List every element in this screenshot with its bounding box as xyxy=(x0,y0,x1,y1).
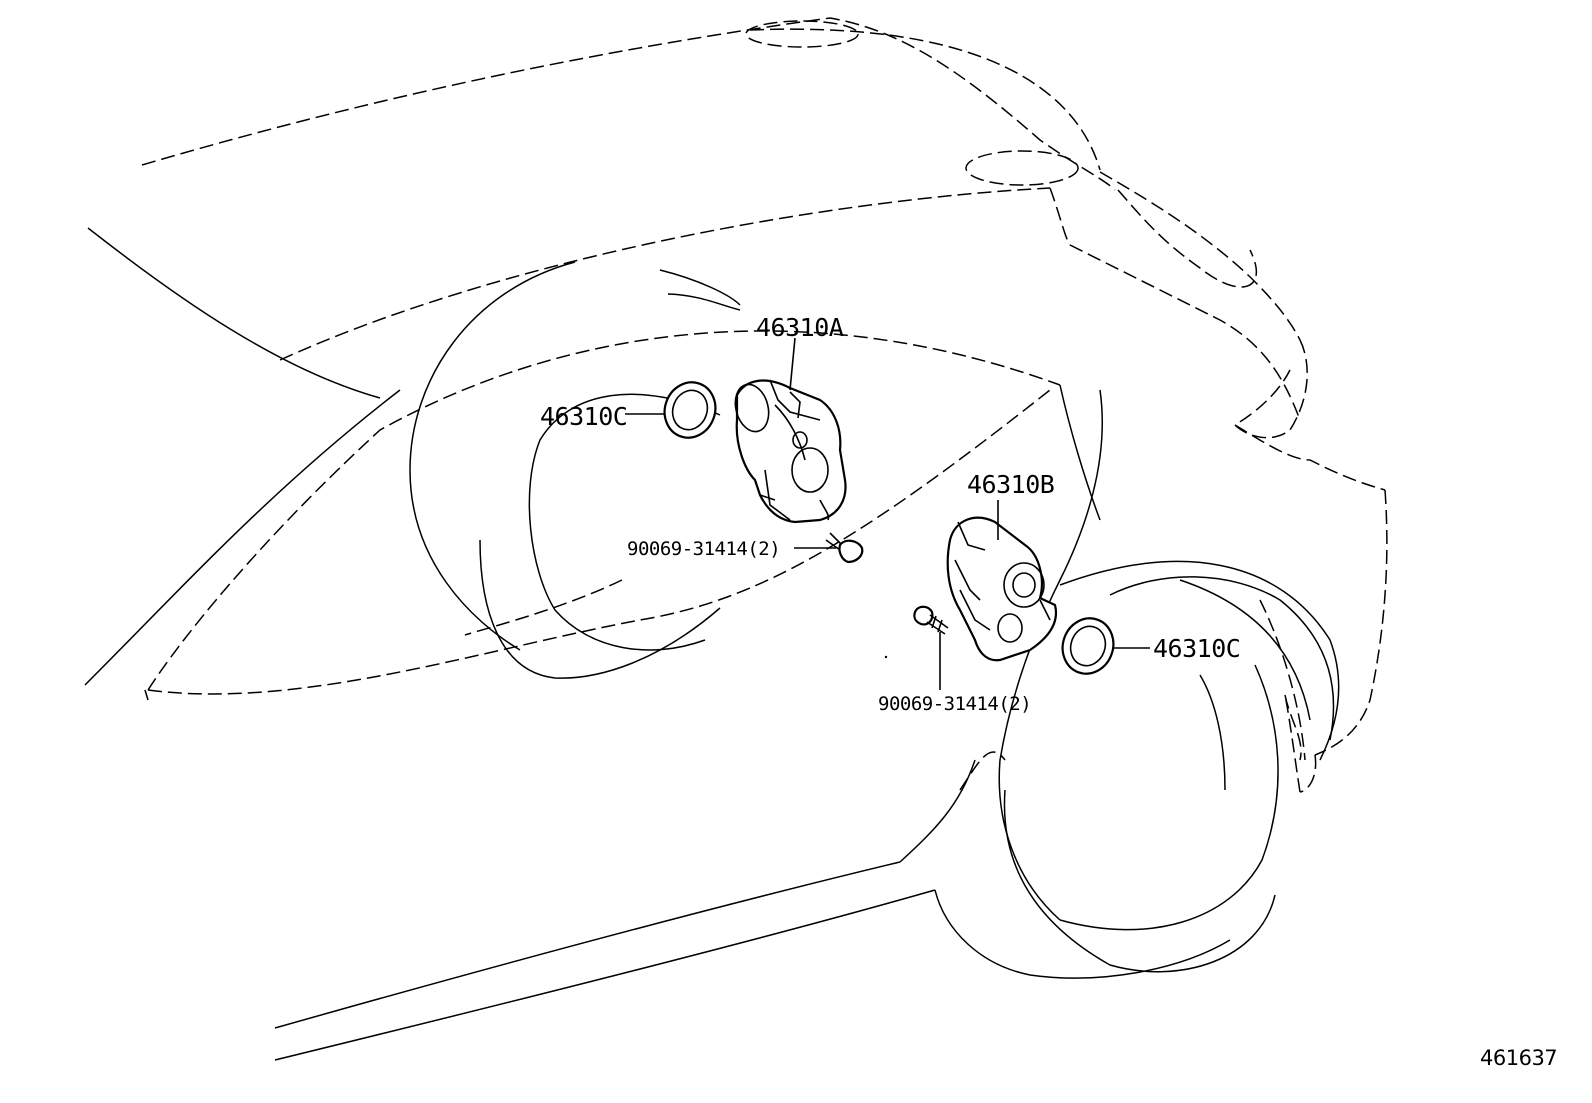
actuator-b xyxy=(946,516,1058,662)
leader-actuator-a xyxy=(789,337,796,391)
callout-actuator-a: 46310A xyxy=(756,313,844,342)
callout-screw-lower: 90069-31414(2) xyxy=(878,693,1032,715)
callout-screw-upper: 90069-31414(2) xyxy=(627,538,781,560)
callout-seal-right: 46310C xyxy=(1153,634,1241,663)
diagram-reference-id: 461637 xyxy=(1480,1046,1558,1070)
seal-ring-right xyxy=(1061,617,1115,675)
seal-ring-left xyxy=(663,381,717,439)
actuator-a xyxy=(734,379,847,524)
screw-upper xyxy=(825,532,864,564)
callout-actuator-b: 46310B xyxy=(967,470,1055,499)
callout-seal-left: 46310C xyxy=(540,402,628,431)
screw-lower xyxy=(913,605,949,635)
